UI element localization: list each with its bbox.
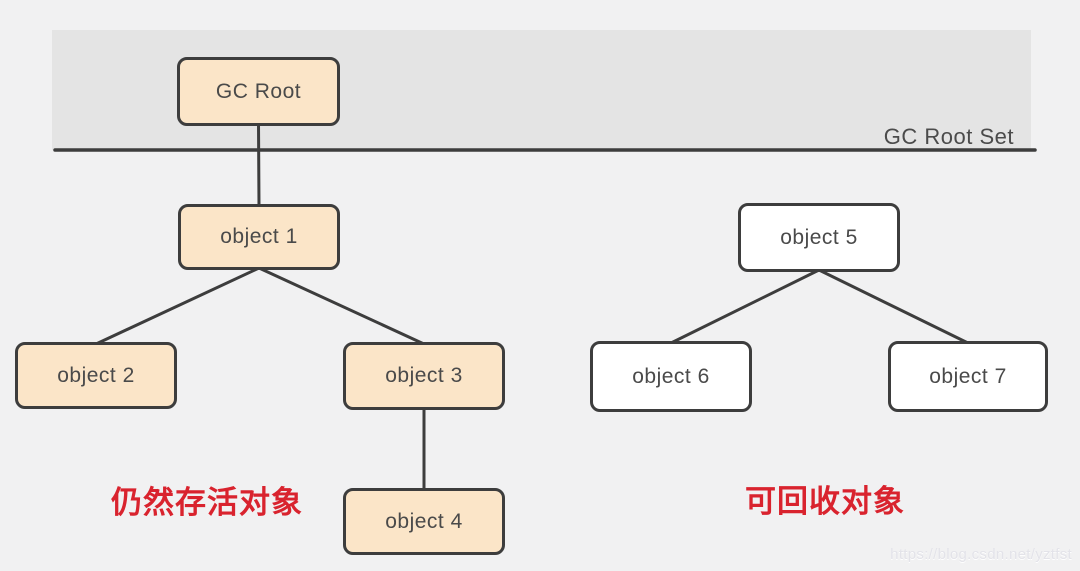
edge-object5-to-object6 bbox=[669, 268, 821, 345]
gc-root-set-label: GC Root Set bbox=[883, 124, 1014, 149]
node-object-1: object 1 bbox=[178, 204, 340, 270]
edge-gc-root-to-object1 bbox=[257, 122, 261, 208]
node-object-2: object 2 bbox=[15, 342, 177, 409]
node-object-3: object 3 bbox=[343, 342, 505, 410]
node-object-5: object 5 bbox=[738, 203, 900, 272]
node-object-7: object 7 bbox=[888, 341, 1048, 412]
edge-object5-to-object7 bbox=[817, 268, 970, 345]
alive-objects-annotation: 仍然存活对象 bbox=[111, 485, 303, 520]
node-object-6: object 6 bbox=[590, 341, 752, 412]
collectable-objects-annotation: 可回收对象 bbox=[745, 484, 905, 519]
edge-object1-to-object3 bbox=[257, 266, 426, 346]
csdn-watermark: https://blog.csdn.net/yztfst bbox=[890, 546, 1072, 563]
node-object-4: object 4 bbox=[343, 488, 505, 555]
node-gc-root: GC Root bbox=[177, 57, 340, 126]
edge-object1-to-object2 bbox=[94, 266, 261, 346]
